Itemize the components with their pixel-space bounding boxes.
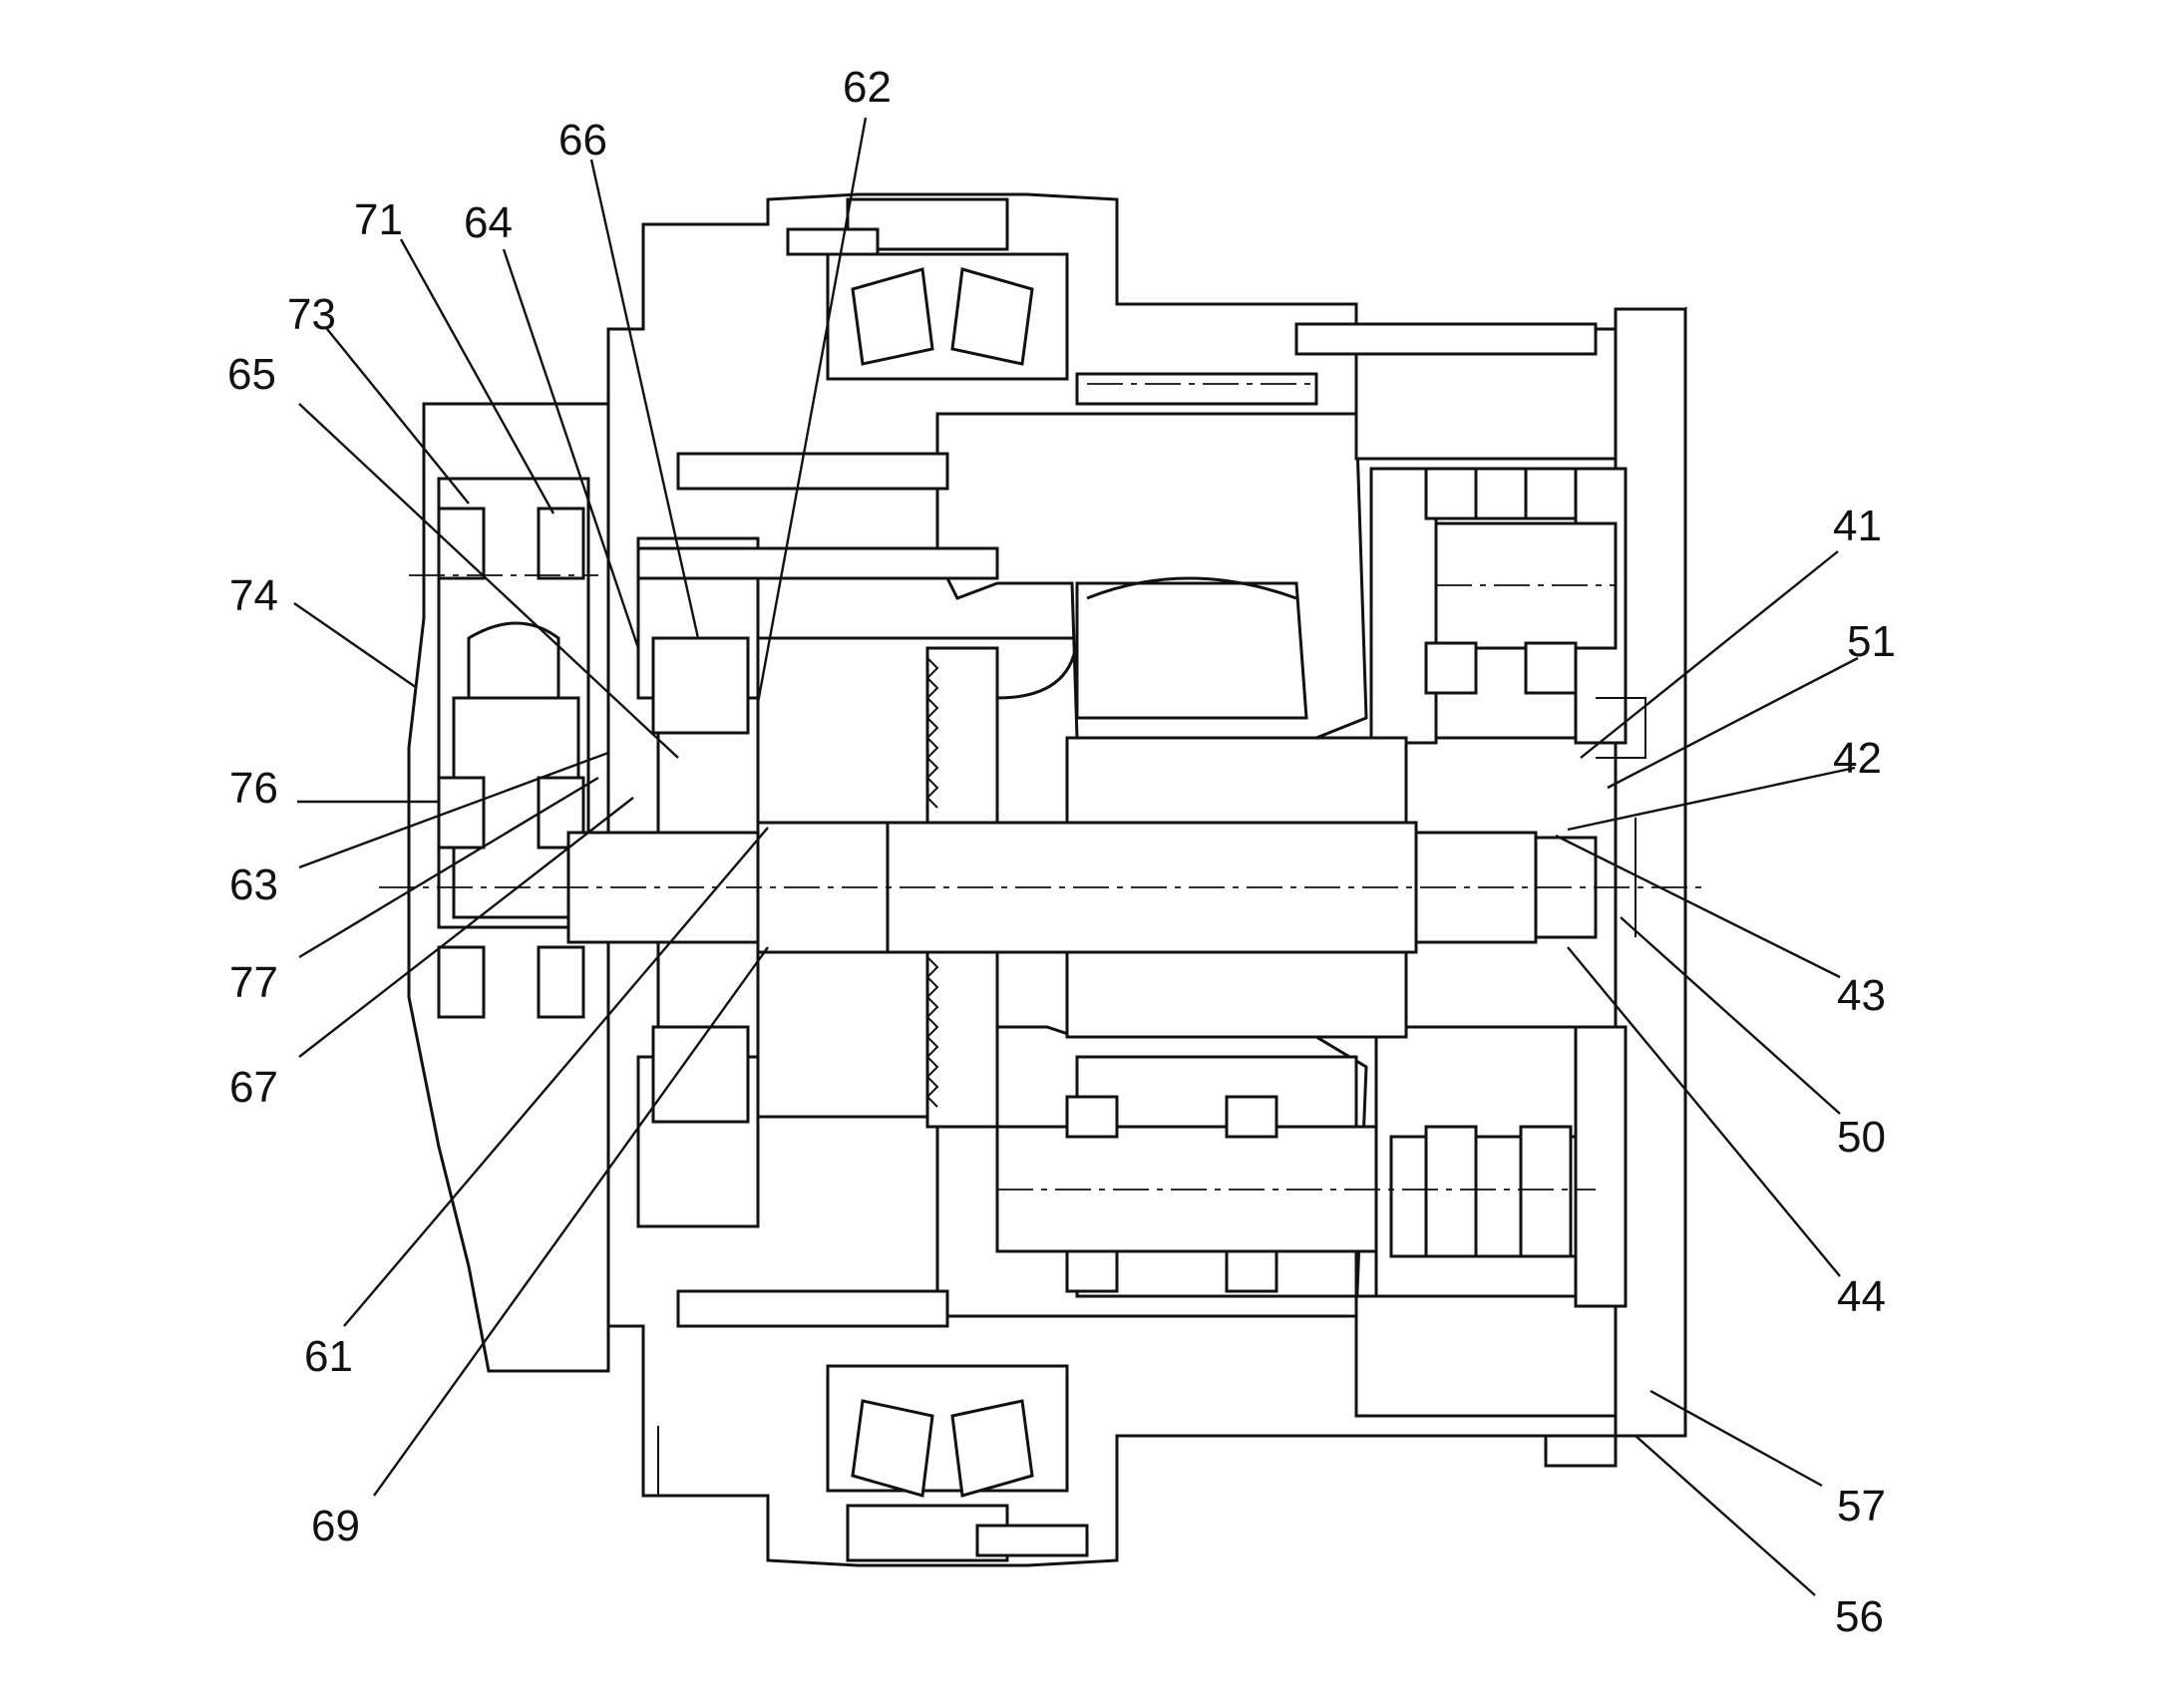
ref-label-67: 67 [229, 1063, 278, 1112]
input-bearings [437, 507, 585, 1019]
reference-numerals: 62 66 71 64 73 65 74 76 63 77 67 61 69 4… [227, 63, 1896, 1641]
ref-label-64: 64 [464, 198, 513, 247]
ref-label-50: 50 [1837, 1113, 1886, 1162]
upper-tapered-bearing [826, 197, 1069, 381]
ref-label-76: 76 [229, 764, 278, 813]
ref-label-44: 44 [1837, 1272, 1886, 1321]
flange-outlines [642, 224, 1646, 1497]
ref-label-74: 74 [229, 571, 278, 620]
ref-label-43: 43 [1837, 971, 1886, 1020]
ref-label-73: 73 [287, 290, 336, 339]
center-lines [379, 383, 1705, 1191]
ref-label-56: 56 [1835, 1592, 1884, 1641]
ref-label-41: 41 [1833, 502, 1882, 550]
ref-label-62: 62 [843, 63, 892, 112]
ref-label-61: 61 [304, 1332, 353, 1381]
ref-label-42: 42 [1833, 734, 1882, 783]
ref-label-51: 51 [1847, 617, 1896, 666]
lower-tapered-bearing [826, 1364, 1069, 1562]
ref-label-71: 71 [354, 195, 403, 244]
ref-label-69: 69 [311, 1502, 360, 1550]
ref-label-57: 57 [1837, 1482, 1886, 1531]
bolts [636, 227, 1618, 1557]
ref-label-66: 66 [558, 116, 607, 165]
ref-label-63: 63 [229, 860, 278, 909]
ref-label-77: 77 [229, 958, 278, 1007]
leader-lines [293, 117, 1859, 1596]
ref-label-65: 65 [227, 350, 276, 399]
